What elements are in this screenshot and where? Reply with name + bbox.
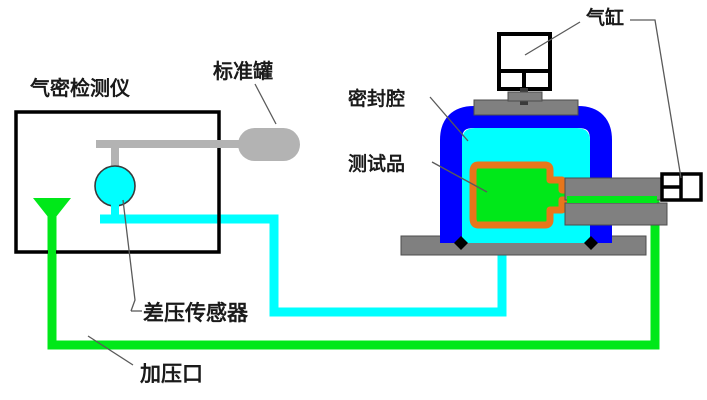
- cyan-measure-pipe: [100, 214, 507, 317]
- test-sample[interactable]: [469, 161, 574, 229]
- leader-lines: [87, 19, 682, 366]
- clamp-arm-lower: [564, 202, 668, 226]
- label-standard-tank: 标准罐: [213, 59, 273, 83]
- cylinder-actuator[interactable]: [497, 32, 552, 105]
- standard-tank-connector-pipe: [96, 140, 243, 170]
- label-sealed-chamber: 密封腔: [348, 87, 405, 110]
- leader-test-sample: [431, 161, 488, 193]
- detector-box-outline[interactable]: [14, 110, 221, 254]
- label-pressurize-port: 加压口: [139, 363, 203, 386]
- pressurize-funnel[interactable]: [33, 198, 71, 255]
- clamp-feed-line: [567, 196, 657, 203]
- green-pressure-pipe: [47, 192, 660, 350]
- clamp-fixture[interactable]: [564, 177, 686, 226]
- differential-pressure-sensor[interactable]: [94, 165, 136, 221]
- leader-sealed-chamber: [429, 96, 469, 142]
- chamber-foot-right: [584, 236, 598, 250]
- leader-standard-tank: [254, 83, 277, 125]
- chamber-wall: [440, 106, 612, 243]
- standard-tank-body[interactable]: [238, 128, 300, 161]
- leader-pressurize-port: [87, 335, 134, 366]
- label-pressure-sensor: 差压传感器: [143, 301, 249, 325]
- cylinder-press-pad: [507, 91, 543, 102]
- detector-unit[interactable]: [14, 110, 243, 255]
- label-cylinder: 气缸: [585, 6, 624, 29]
- leader-cylinder-left: [524, 21, 581, 56]
- chamber-foot-left: [454, 236, 468, 250]
- valve-symbol[interactable]: [660, 172, 703, 202]
- leader-pressure-sensor: [122, 199, 136, 312]
- label-test-sample: 测试品: [348, 153, 405, 175]
- leader-cylinder-right: [630, 19, 682, 179]
- label-detector: 气密检测仪: [29, 76, 131, 100]
- test-sample-body: [469, 161, 574, 229]
